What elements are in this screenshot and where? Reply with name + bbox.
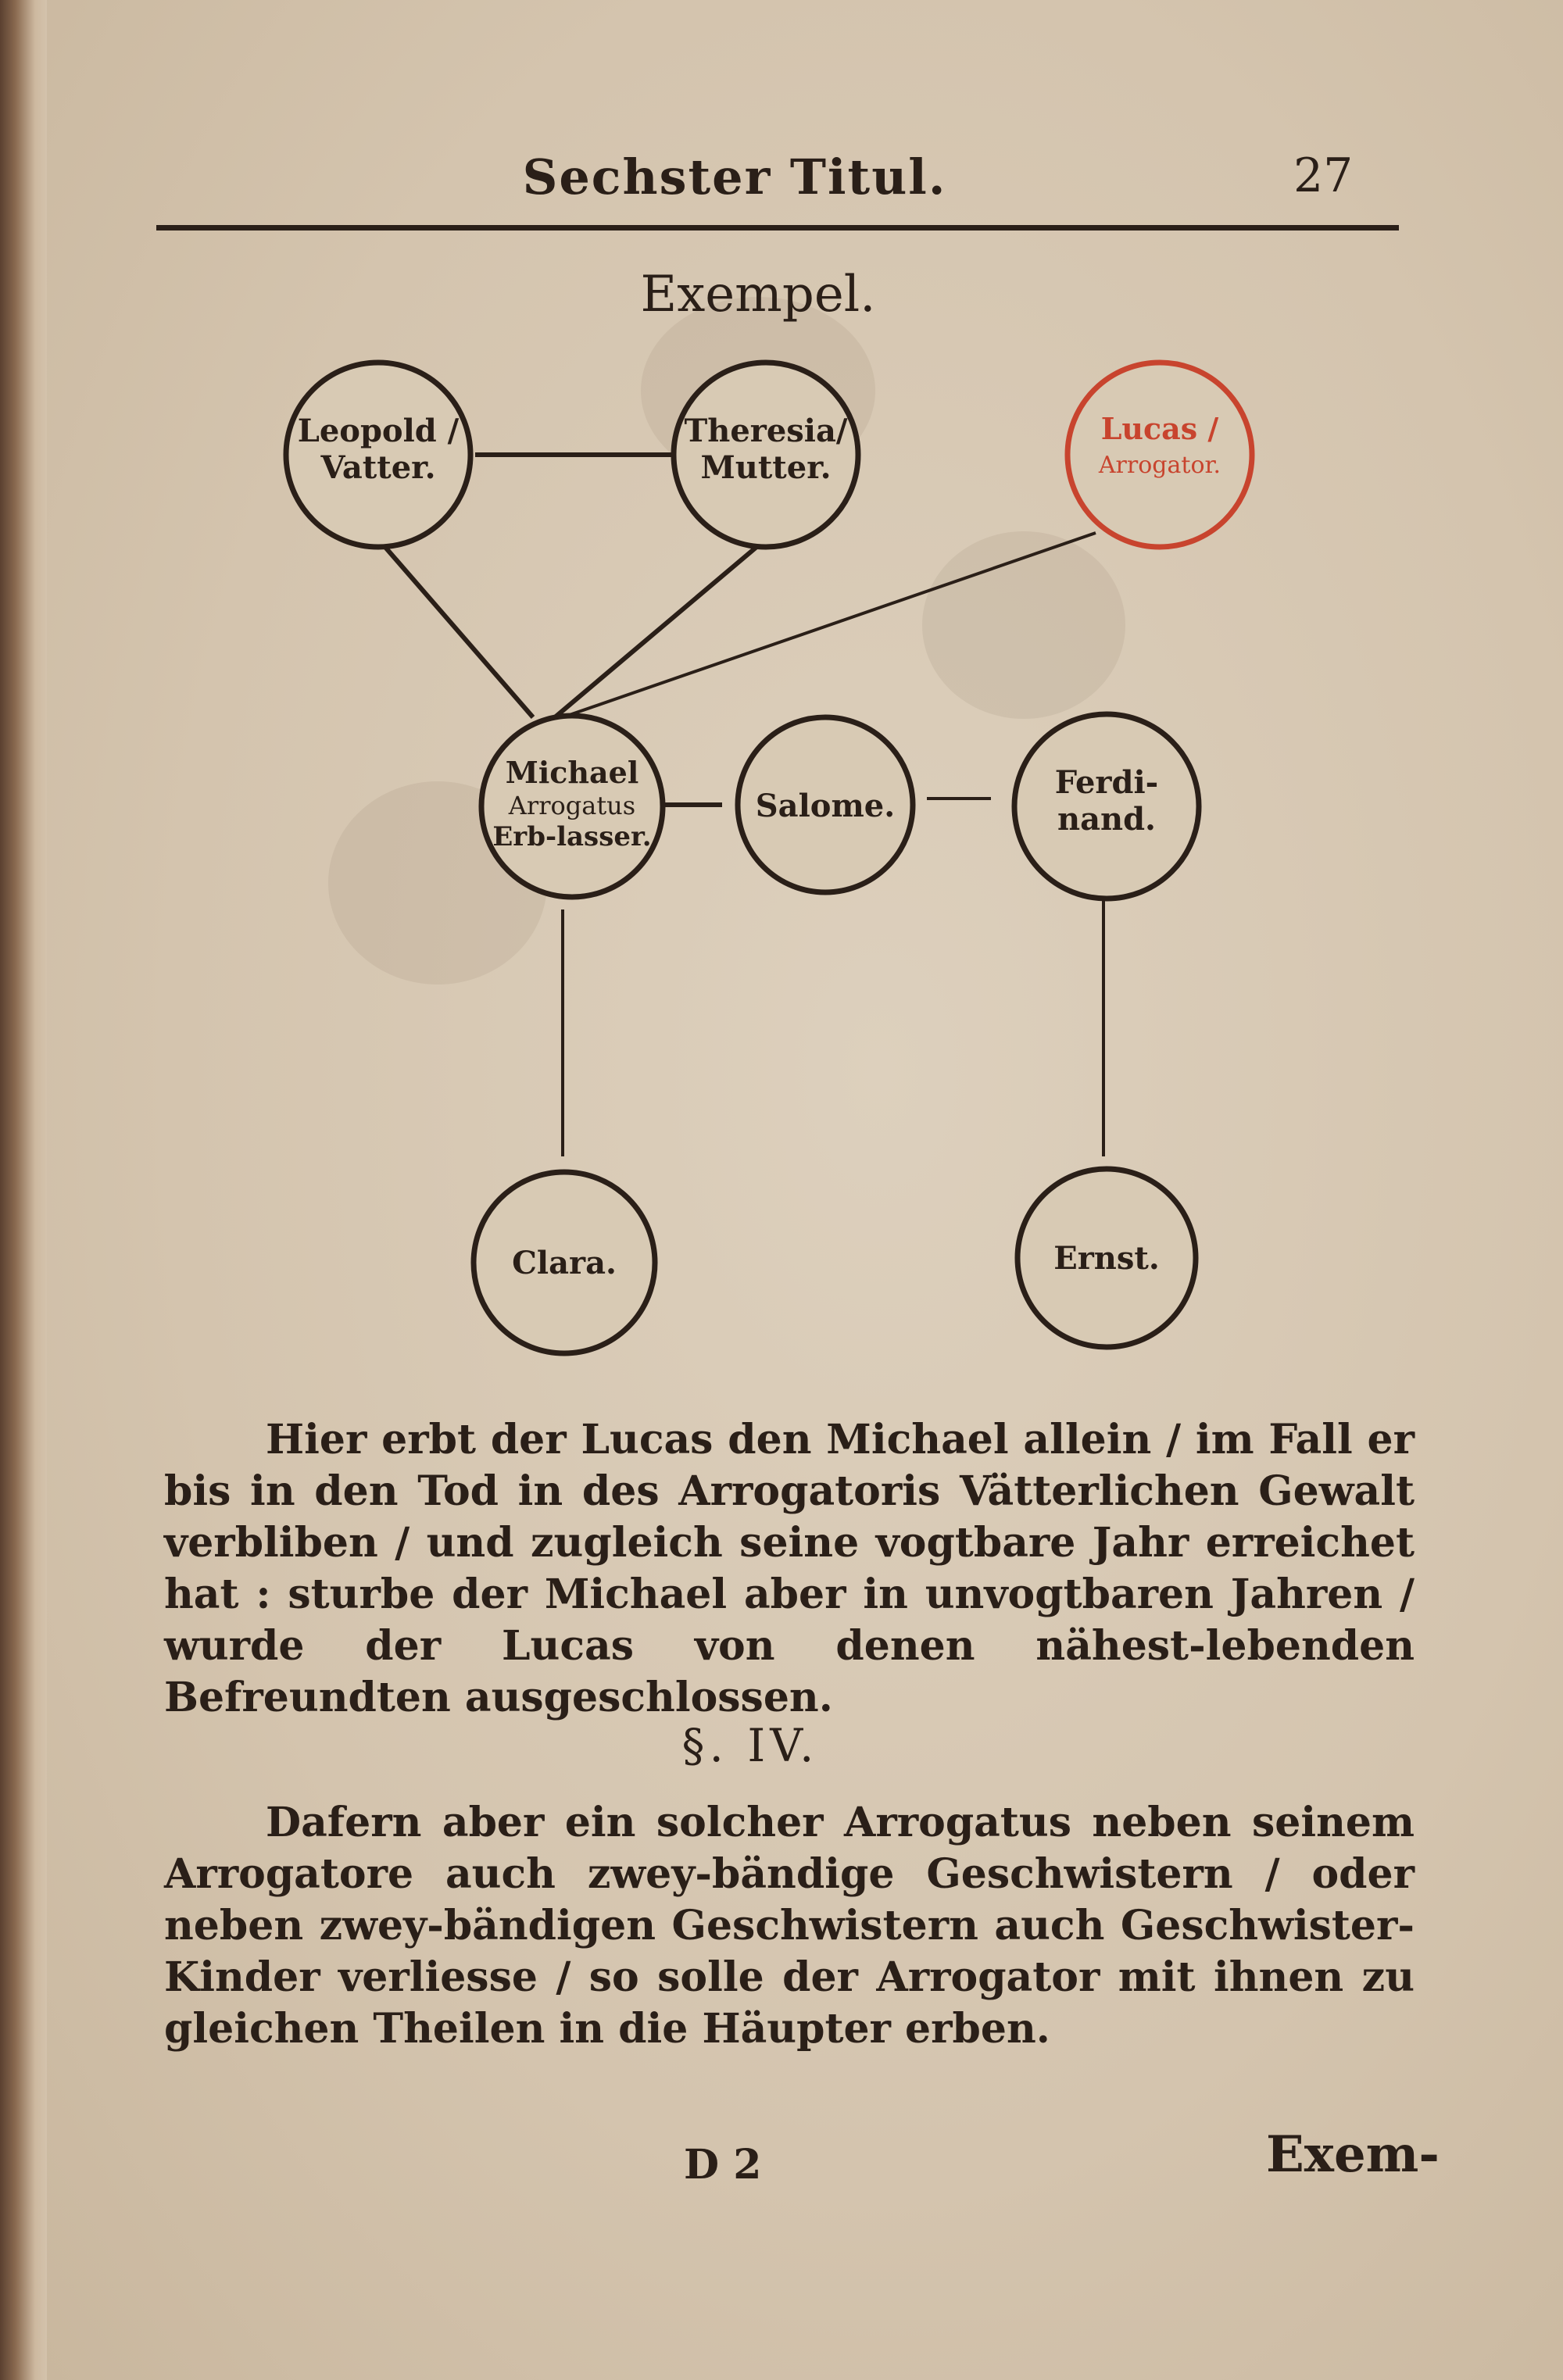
header-rule [156, 225, 1399, 230]
line-theresia-michael [553, 537, 767, 720]
node-label-line: Clara. [512, 1245, 617, 1281]
node-clara: Clara. [470, 1169, 658, 1356]
node-leopold: Leopold / Vatter. [283, 359, 474, 550]
book-page: Sechster Titul. 27 Exempel. Leopold / Va… [47, 0, 1563, 2380]
stain [922, 531, 1125, 719]
node-label-line: Vatter. [320, 449, 435, 486]
diagram-lines [376, 452, 1105, 1156]
node-label-line: Salome. [756, 788, 895, 824]
node-label-line: Arrogatus [508, 791, 635, 820]
node-label-line: Michael [506, 755, 639, 790]
node-label-line: Ferdi- [1055, 764, 1159, 801]
page-number: 27 [1293, 148, 1354, 203]
node-ernst: Ernst. [1014, 1166, 1199, 1350]
catchword: Exem- [1266, 2125, 1440, 2184]
node-label-line: Lucas / [1101, 411, 1219, 446]
paragraph-example-explanation: Hier erbt der Lucas den Michael allein /… [164, 1416, 1415, 1721]
node-label-line: nand. [1057, 801, 1156, 838]
node-label-line: Mutter. [700, 449, 831, 486]
node-label-line: Arrogator. [1098, 452, 1221, 479]
node-label-line: Erb-lasser. [492, 821, 651, 852]
exempel-title: Exempel. [640, 266, 876, 323]
signature-mark: D 2 [684, 2141, 762, 2189]
running-title: Sechster Titul. [522, 148, 947, 205]
section-heading: §. IV. [681, 1719, 819, 1772]
node-salome: Salome. [735, 714, 916, 895]
node-lucas: Lucas / Arrogator. [1064, 359, 1255, 550]
line-leopold-michael [376, 538, 535, 719]
node-michael: Michael Arrogatus Erb-lasser. [478, 713, 666, 900]
node-label-line: Leopold / [298, 413, 460, 449]
node-theresia: Theresia/ Mutter. [671, 359, 861, 550]
line-lucas-michael [562, 531, 1096, 719]
node-label-line: Ernst. [1053, 1240, 1160, 1277]
node-ferdinand: Ferdi- nand. [1011, 711, 1202, 902]
paragraph-section-iv: Dafern aber ein solcher Arrogatus neben … [164, 1799, 1415, 2053]
node-label-line: Theresia/ [684, 413, 847, 449]
family-tree-diagram: Leopold / Vatter. Theresia/ Mutter. Luca… [283, 359, 1255, 1356]
